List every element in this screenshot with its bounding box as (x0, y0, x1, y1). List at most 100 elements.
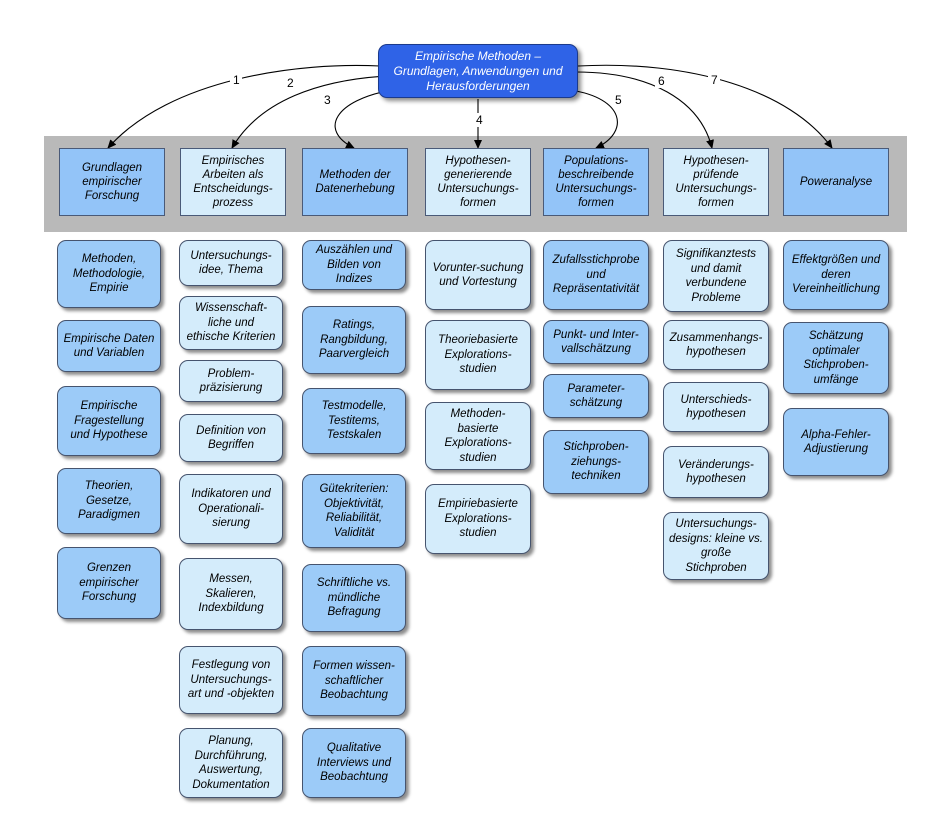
list-item-text: Messen, Skalieren, Indexbildung (198, 573, 264, 615)
header-entscheidungsprozess: Empirisches Arbeiten als Entscheidungs-p… (180, 148, 286, 216)
header-grundlagen-text: Grundlagen empirischer Forschung (81, 162, 143, 202)
arrow-2 (231, 75, 387, 149)
list-item-text: Stichproben-ziehungs-techniken (563, 441, 629, 483)
arrow-label-1: 1 (233, 73, 240, 87)
list-item: Auszählen und Bilden von Indizes (302, 240, 406, 290)
list-item: Zusammenhangs-hypothesen (663, 320, 769, 370)
list-item-text: Untersuchungs-idee, Thema (190, 249, 272, 277)
list-item-text: Wissenschaft-liche und ethische Kriterie… (186, 302, 276, 344)
list-item-text: Ratings, Rangbildung, Paarvergleich (318, 319, 390, 361)
list-item-text: Veränderungs-hypothesen (678, 458, 754, 486)
list-item-text: Testmodelle, Testitems, Testskalen (321, 400, 387, 442)
list-item-text: Festlegung von Untersuchungs-art und -ob… (187, 659, 275, 701)
list-item: Festlegung von Untersuchungs-art und -ob… (179, 646, 283, 714)
list-item-text: Unterschieds-hypothesen (680, 393, 752, 421)
arrow-6 (575, 71, 714, 149)
list-item-text: Untersuchungs-designs: kleine vs. große … (669, 518, 763, 574)
list-item-text: Empirische Fragestellung und Hypothese (70, 400, 148, 442)
arrow-label-5: 5 (615, 93, 622, 107)
list-item: Qualitative Interviews und Beobachtung (302, 728, 406, 798)
arrow-3 (334, 89, 393, 149)
list-item-text: Definition von Begriffen (196, 424, 266, 452)
list-item: Ratings, Rangbildung, Paarvergleich (302, 306, 406, 374)
list-item: Theorien, Gesetze, Paradigmen (57, 468, 161, 534)
list-item: Indikatoren und Operationali-sierung (179, 474, 283, 544)
list-item-text: Zufallsstichprobe und Repräsentativität (552, 254, 640, 296)
list-item-text: Formen wissen-schaftlicher Beobachtung (313, 660, 395, 702)
list-item: Parameter-schätzung (543, 374, 649, 418)
header-populationsbeschreibend: Populations-beschreibende Untersuchungs-… (543, 148, 649, 216)
list-item: Punkt- und Inter-vallschätzung (543, 320, 649, 364)
list-item: Definition von Begriffen (179, 414, 283, 462)
list-item-text: Qualitative Interviews und Beobachtung (316, 742, 392, 784)
arrow-label-4: 4 (476, 113, 483, 127)
list-item-text: Planung, Durchführung, Auswertung, Dokum… (192, 735, 270, 791)
list-item: Grenzen empirischer Forschung (57, 547, 161, 619)
list-item-text: Zusammenhangs-hypothesen (669, 331, 763, 359)
header-hypothesenpruefend: Hypothesen-prüfende Untersuchungs-formen (663, 148, 769, 216)
list-item: Planung, Durchführung, Auswertung, Dokum… (179, 728, 283, 798)
list-item: Messen, Skalieren, Indexbildung (179, 558, 283, 630)
root-node: Empirische Methoden – Grundlagen, Anwend… (378, 44, 578, 98)
root-node-text: Empirische Methoden – Grundlagen, Anwend… (393, 48, 563, 93)
list-item-text: Schriftliche vs. mündliche Befragung (316, 577, 392, 619)
header-populationsbeschreibend-text: Populations-beschreibende Untersuchungs-… (555, 155, 637, 209)
list-item-text: Parameter-schätzung (567, 382, 625, 410)
arrow-label-3: 3 (324, 93, 331, 107)
header-datenerhebung-text: Methoden der Datenerhebung (315, 169, 395, 195)
list-item-text: Methoden-basierte Explorations-studien (444, 408, 512, 464)
list-item-text: Empirische Daten und Variablen (63, 332, 155, 360)
list-item: Gütekriterien: Objektivität, Reliabilitä… (302, 474, 406, 548)
arrow-label-6: 6 (658, 74, 665, 88)
list-item: Untersuchungs-idee, Thema (179, 240, 283, 286)
list-item: Empirische Fragestellung und Hypothese (57, 386, 161, 456)
list-item-text: Methoden, Methodologie, Empirie (72, 253, 146, 295)
list-item: Stichproben-ziehungs-techniken (543, 430, 649, 494)
list-item: Effektgrößen und deren Vereinheitlichung (783, 240, 889, 310)
list-item-text: Effektgrößen und deren Vereinheitlichung (791, 254, 881, 296)
list-item: Schätzung optimaler Stichproben-umfänge (783, 322, 889, 394)
arrow-5 (569, 89, 618, 149)
list-item: Wissenschaft-liche und ethische Kriterie… (179, 296, 283, 350)
list-item: Testmodelle, Testitems, Testskalen (302, 388, 406, 454)
list-item-text: Problem-präzisierung (199, 367, 263, 395)
header-datenerhebung: Methoden der Datenerhebung (302, 148, 408, 216)
header-grundlagen: Grundlagen empirischer Forschung (59, 148, 165, 216)
list-item: Alpha-Fehler-Adjustierung (783, 408, 889, 476)
list-item: Methoden-basierte Explorations-studien (425, 402, 531, 470)
header-hypothesenpruefend-text: Hypothesen-prüfende Untersuchungs-formen (675, 155, 757, 209)
arrow-label-7: 7 (711, 73, 718, 87)
list-item: Unterschieds-hypothesen (663, 382, 769, 432)
arrow-1 (107, 64, 381, 149)
list-item-text: Signifikanztests und damit verbundene Pr… (676, 248, 756, 304)
list-item-text: Alpha-Fehler-Adjustierung (801, 428, 871, 456)
list-item: Vorunter-suchung und Vortestung (425, 240, 531, 310)
list-item-text: Schätzung optimaler Stichproben-umfänge (803, 330, 869, 386)
list-item: Veränderungs-hypothesen (663, 446, 769, 498)
arrow-7 (577, 64, 833, 149)
list-item: Schriftliche vs. mündliche Befragung (302, 564, 406, 632)
list-item: Theoriebasierte Explorations-studien (425, 320, 531, 390)
list-item: Empirische Daten und Variablen (57, 320, 161, 372)
header-hypothesengenerierend-text: Hypothesen-generierende Untersuchungs-fo… (437, 155, 519, 209)
list-item-text: Punkt- und Inter-vallschätzung (553, 328, 639, 356)
list-item: Problem-präzisierung (179, 360, 283, 402)
list-item-text: Theorien, Gesetze, Paradigmen (77, 480, 140, 522)
list-item: Untersuchungs-designs: kleine vs. große … (663, 512, 769, 580)
list-item: Formen wissen-schaftlicher Beobachtung (302, 646, 406, 716)
arrow-label-2: 2 (287, 76, 294, 90)
list-item: Empiriebasierte Explorations-studien (425, 484, 531, 554)
header-hypothesengenerierend: Hypothesen-generierende Untersuchungs-fo… (425, 148, 531, 216)
list-item: Methoden, Methodologie, Empirie (57, 240, 161, 308)
header-entscheidungsprozess-text: Empirisches Arbeiten als Entscheidungs-p… (193, 155, 273, 209)
list-item: Signifikanztests und damit verbundene Pr… (663, 240, 769, 312)
list-item-text: Auszählen und Bilden von Indizes (315, 244, 393, 286)
list-item-text: Theoriebasierte Explorations-studien (438, 334, 518, 376)
header-poweranalyse: Poweranalyse (783, 148, 889, 216)
list-item-text: Indikatoren und Operationali-sierung (191, 488, 271, 530)
list-item: Zufallsstichprobe und Repräsentativität (543, 240, 649, 310)
list-item-text: Grenzen empirischer Forschung (79, 562, 139, 604)
list-item-text: Empiriebasierte Explorations-studien (438, 498, 518, 540)
list-item-text: Vorunter-suchung und Vortestung (432, 261, 524, 289)
